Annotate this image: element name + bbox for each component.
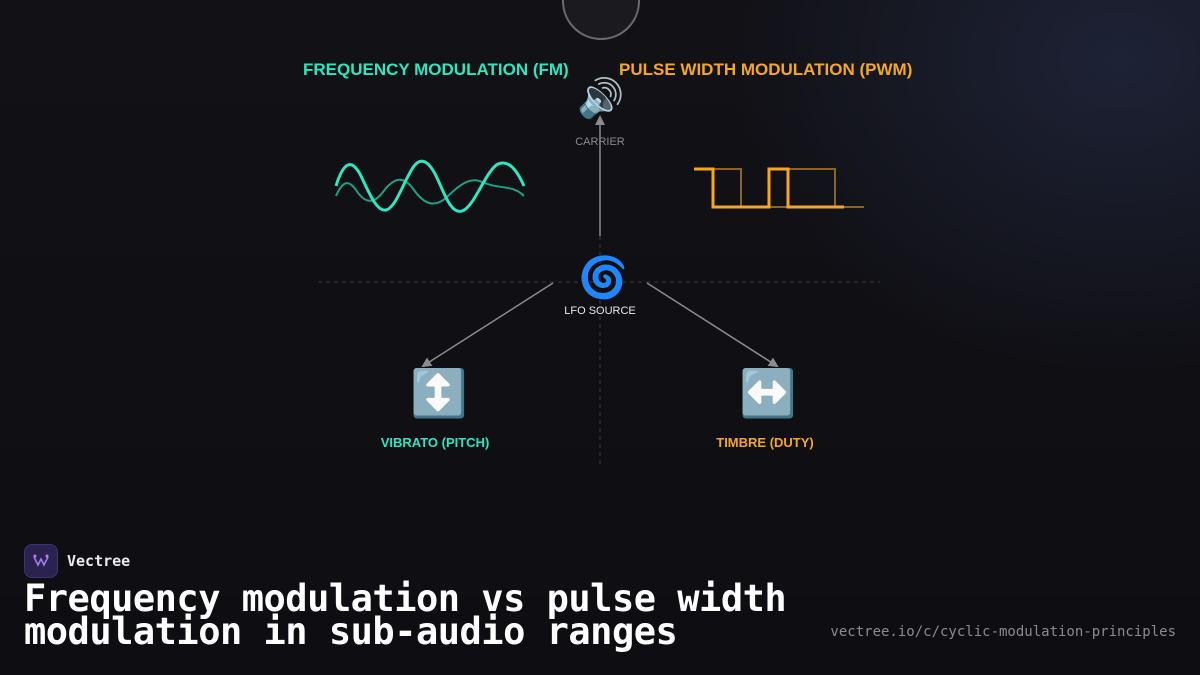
lfo-source-label: LFO SOURCE <box>564 305 636 317</box>
pwm-reference-wave <box>694 168 864 208</box>
left-right-arrow-icon: ↔️ <box>739 367 797 419</box>
vectree-logo-icon <box>24 544 58 578</box>
fm-carrier-wave <box>334 159 526 213</box>
fm-modulator-wave <box>335 178 525 205</box>
fm-section-title: FREQUENCY MODULATION (FM) <box>303 60 569 79</box>
carrier-label: CARRIER <box>575 136 625 148</box>
cyclone-icon: 🌀 <box>578 256 628 300</box>
source-url[interactable]: vectree.io/c/cyclic-modulation-principle… <box>830 624 1176 640</box>
brand: Vectree <box>24 544 130 578</box>
brand-name: Vectree <box>67 552 131 570</box>
timbre-label: TIMBRE (DUTY) <box>716 435 814 450</box>
pwm-section-title: PULSE WIDTH MODULATION (PWM) <box>619 60 913 79</box>
vibrato-label: VIBRATO (PITCH) <box>380 435 490 450</box>
speaker-icon: 🔊 <box>577 78 625 120</box>
connector-lfo-to-timbre <box>646 282 779 368</box>
up-down-arrow-icon: ↕️ <box>410 367 468 419</box>
connector-lfo-to-vibrato <box>421 282 554 368</box>
pwm-pulse-wave <box>694 167 844 209</box>
page-headline: Frequency modulation vs pulse width modu… <box>24 577 787 653</box>
